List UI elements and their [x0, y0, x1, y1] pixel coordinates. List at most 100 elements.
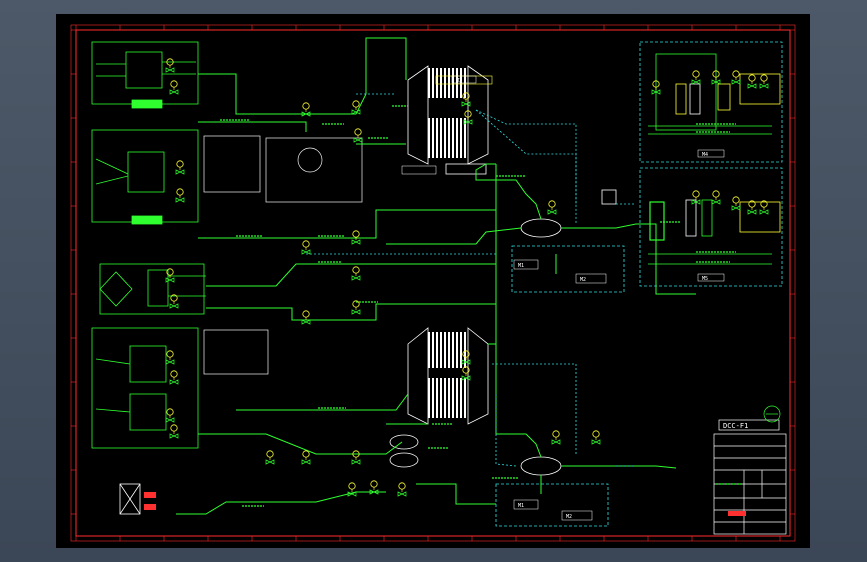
instrument-bubble — [170, 370, 178, 378]
valve-symbol — [731, 79, 741, 85]
valve-symbol — [175, 197, 185, 203]
valve-symbol — [461, 375, 471, 381]
instrument-bubble — [266, 450, 274, 458]
valve-symbol — [747, 209, 757, 215]
valve-symbol — [759, 209, 769, 215]
valve-symbol — [351, 275, 361, 281]
tower-lower — [407, 327, 489, 425]
valve-symbol — [351, 309, 361, 315]
valve-symbol — [711, 79, 721, 85]
valve-symbol — [351, 239, 361, 245]
instrument-bubble — [166, 350, 174, 358]
instrument-clusters — [165, 58, 769, 497]
tag-text-4: M2 — [566, 514, 572, 520]
instrument-bubble — [348, 482, 356, 490]
valve-symbol — [301, 319, 311, 325]
bottom-left-unit — [119, 483, 156, 515]
instrument-bubble — [354, 128, 362, 136]
line-labels — [220, 105, 742, 507]
left-panel-1 — [91, 41, 199, 109]
valve-symbol — [169, 433, 179, 439]
left-panel-4 — [91, 327, 199, 449]
tag-text-6: M4 — [702, 152, 708, 158]
vessels — [389, 189, 617, 476]
instrument-bubble — [302, 240, 310, 248]
instrument-bubble — [166, 408, 174, 416]
cyan-piping — [306, 93, 636, 467]
tag-text-7: M5 — [702, 276, 708, 282]
instrument-bubble — [352, 266, 360, 274]
instrument-bubble — [302, 450, 310, 458]
instrument-bubble — [692, 190, 700, 198]
valve-symbol — [369, 489, 379, 495]
equipment-tags — [401, 75, 725, 521]
title-block — [713, 405, 787, 535]
valve-symbol — [165, 417, 175, 423]
valve-symbol — [759, 83, 769, 89]
valve-symbol — [351, 459, 361, 465]
instrument-bubble — [398, 482, 406, 490]
instrument-bubble — [302, 102, 310, 110]
tag-text-2: M2 — [580, 277, 586, 283]
valve-symbol — [353, 137, 363, 143]
tag-text-5: M3 — [456, 78, 462, 84]
instrument-bubble — [732, 70, 740, 78]
valve-symbol — [651, 89, 661, 95]
valve-symbol — [169, 303, 179, 309]
left-panel-3 — [99, 263, 206, 315]
sheet-border — [70, 24, 796, 542]
valve-symbol — [351, 109, 361, 115]
valve-symbol — [747, 83, 757, 89]
valve-symbol — [347, 491, 357, 497]
instrument-bubble — [732, 196, 740, 204]
instrument-bubble — [302, 310, 310, 318]
left-panel-2 — [91, 129, 199, 225]
instrument-bubble — [592, 430, 600, 438]
tag-text-3: M1 — [518, 503, 524, 509]
valve-symbol — [691, 199, 701, 205]
border-ticks — [71, 25, 795, 541]
valve-symbol — [463, 119, 473, 125]
instrument-bubble — [176, 188, 184, 196]
right-panel-1 — [648, 53, 781, 135]
valve-symbol — [265, 459, 275, 465]
instrument-bubble — [370, 480, 378, 488]
green-piping — [176, 37, 696, 515]
valve-symbol — [691, 79, 701, 85]
valve-symbol — [165, 277, 175, 283]
valve-symbol — [547, 209, 557, 215]
detail-boxes — [203, 135, 363, 375]
valve-symbol — [165, 359, 175, 365]
valve-symbol — [461, 101, 471, 107]
drawing-sheet: DCC-F1 M1 M2 M1 M2 M3 M4 M5 — [56, 14, 810, 548]
valve-symbol — [175, 169, 185, 175]
instrument-bubble — [692, 70, 700, 78]
valve-symbol — [461, 359, 471, 365]
valve-symbol — [711, 199, 721, 205]
instrument-bubble — [712, 190, 720, 198]
valve-symbol — [301, 459, 311, 465]
valve-symbol — [551, 439, 561, 445]
tag-text: M1 M2 M1 M2 M3 M4 M5 — [456, 78, 708, 520]
pid-schematic: DCC-F1 M1 M2 M1 M2 M3 M4 M5 — [70, 24, 796, 542]
valve-symbol — [397, 491, 407, 497]
tower-upper — [407, 65, 493, 175]
drawing-title-label: DCC-F1 — [723, 422, 748, 430]
instrument-bubble — [760, 74, 768, 82]
instrument-bubble — [548, 200, 556, 208]
valve-symbol — [165, 67, 175, 73]
instrument-bubble — [748, 74, 756, 82]
valve-symbol — [301, 111, 311, 117]
instrument-bubble — [176, 160, 184, 168]
cyan-boxes — [495, 41, 783, 527]
instrument-bubble — [352, 100, 360, 108]
instrument-bubble — [170, 80, 178, 88]
right-panel-2 — [648, 199, 781, 265]
valve-symbol — [591, 439, 601, 445]
valve-symbol — [301, 249, 311, 255]
valve-symbol — [731, 205, 741, 211]
instrument-bubble — [170, 424, 178, 432]
tag-text-1: M1 — [518, 263, 524, 269]
instrument-bubble — [552, 430, 560, 438]
